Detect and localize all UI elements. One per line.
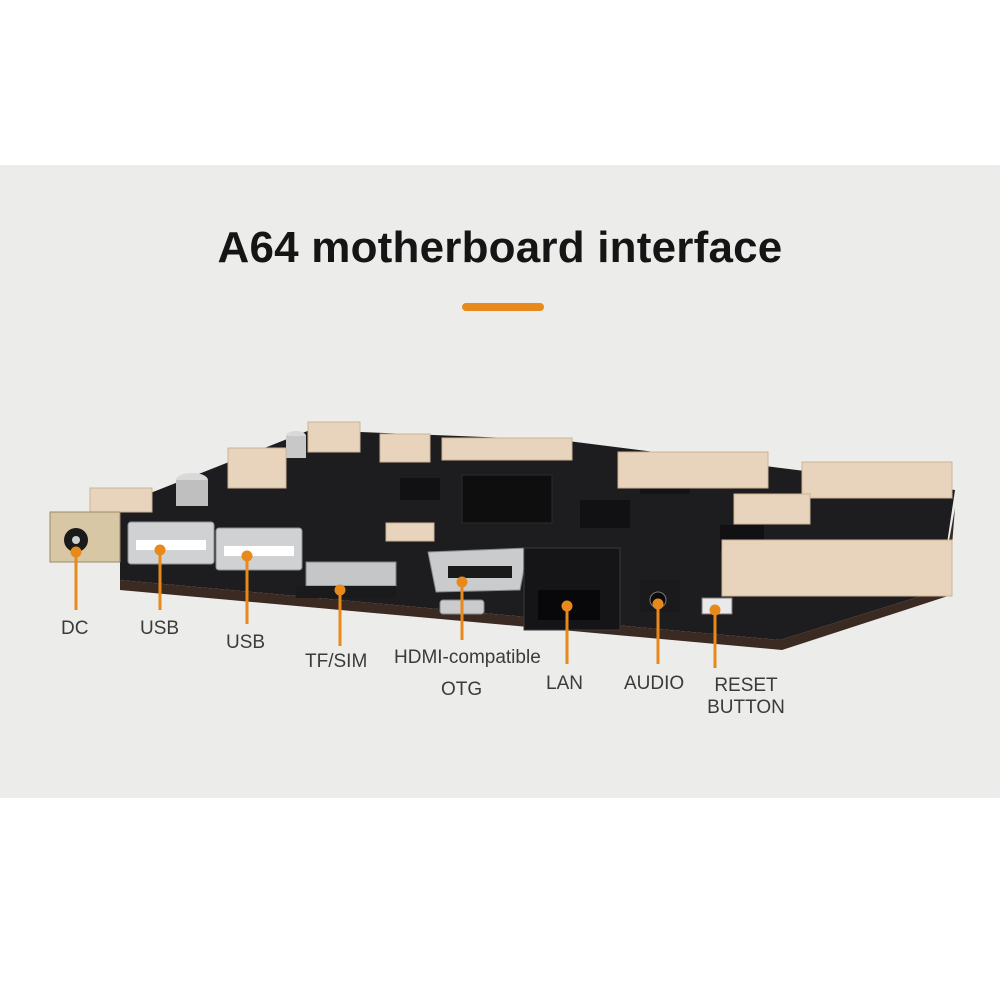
reset-button-label: RESET BUTTON <box>703 675 789 719</box>
hdmi-label: HDMI-compatible <box>394 647 541 668</box>
pin-header <box>441 437 573 461</box>
audio-marker-dot <box>652 598 664 610</box>
page-title: A64 motherboard interface <box>217 223 783 272</box>
usb-1-marker-dot <box>154 544 166 556</box>
capacitor-body <box>286 436 306 458</box>
reset-marker-dot <box>709 604 721 616</box>
chip <box>580 500 630 528</box>
connector <box>385 522 435 542</box>
cpu-heatsink <box>461 474 553 524</box>
chip <box>400 478 440 500</box>
audio-label: AUDIO <box>624 673 685 694</box>
usb-2-label: USB <box>226 632 266 653</box>
dc-label: DC <box>61 618 89 639</box>
connector <box>227 447 287 489</box>
reset-label-line-1: RESET <box>714 675 778 696</box>
hdmi-marker-dot <box>456 576 468 588</box>
otg-label: OTG <box>441 679 483 700</box>
dc-marker-dot <box>70 546 82 558</box>
usb-2-marker-dot <box>241 550 253 562</box>
reset-label-line-2: BUTTON <box>707 697 785 718</box>
connector <box>379 433 431 463</box>
connector <box>617 451 769 489</box>
lan-label: LAN <box>546 673 583 694</box>
connector <box>721 539 953 597</box>
capacitor-body <box>176 480 208 506</box>
tf-sim-label: TF/SIM <box>305 651 368 672</box>
connector <box>307 421 361 453</box>
tf-sim-marker-dot <box>334 584 346 596</box>
lan-marker-dot <box>561 600 573 612</box>
dc-jack <box>49 511 121 563</box>
connector <box>801 461 953 499</box>
usb-1-label: USB <box>140 618 180 639</box>
connector <box>733 493 811 525</box>
connector <box>89 487 153 513</box>
tf-sim-slot <box>305 561 397 587</box>
title-accent-bar <box>462 303 544 311</box>
